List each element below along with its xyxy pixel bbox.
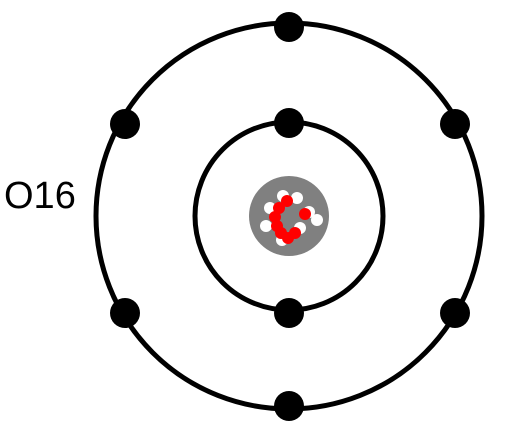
outer-shell-electron: [274, 391, 304, 421]
outer-shell-electron: [110, 298, 140, 328]
outer-shell-electron: [440, 298, 470, 328]
inner-shell-electron: [274, 298, 304, 328]
proton: [299, 208, 311, 220]
outer-shell-electron: [274, 12, 304, 42]
proton: [269, 211, 281, 223]
neutron: [291, 192, 303, 204]
nucleus: [249, 176, 329, 256]
neutron: [311, 214, 323, 226]
neutron: [264, 202, 276, 214]
outer-shell-electron: [440, 109, 470, 139]
nucleus-cloud: [249, 176, 329, 256]
neutron: [260, 220, 272, 232]
atom-label: O16: [4, 175, 76, 217]
inner-shell-electron: [274, 108, 304, 138]
proton: [281, 195, 293, 207]
proton: [273, 202, 285, 214]
proton: [289, 227, 301, 239]
outer-shell-electron: [110, 109, 140, 139]
electrons: [110, 12, 470, 421]
